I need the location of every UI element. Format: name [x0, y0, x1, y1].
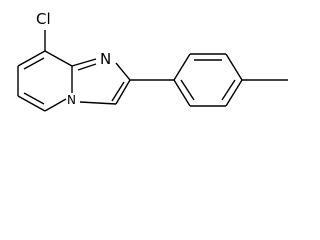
chlorine-atom-label: Cl	[36, 10, 51, 28]
bond-c7-c8-inner	[23, 57, 45, 70]
bond-c2-c3	[115, 79, 131, 105]
bond-c3-n4	[79, 101, 117, 105]
bond-c8a-n1-inner	[77, 63, 97, 71]
tolyl-ring	[173, 53, 243, 107]
bond-c5-c6-inner	[23, 92, 45, 105]
bond-ar1-ar2	[173, 53, 191, 81]
bond-c8-c8a	[44, 50, 73, 67]
bond-c7-c8	[17, 50, 46, 67]
bond-c5-c6	[17, 95, 46, 112]
bond-n1-c2	[115, 62, 131, 81]
bond-ar4-ar5-inner	[221, 79, 236, 101]
imidazole-ring	[71, 58, 131, 105]
bridgehead-nitrogen-label: N	[67, 93, 76, 107]
bond-c8a-n1	[71, 58, 97, 67]
imidazole-nitrogen-label: N	[100, 50, 111, 68]
bond-c2-c3-inner	[111, 81, 125, 102]
structure-diagram: Cl N N	[17, 10, 288, 112]
bond-n4-c5	[44, 98, 67, 112]
pyridine-ring	[17, 50, 73, 112]
bond-ar6-ar1	[173, 79, 191, 107]
bond-ar6-ar1-inner	[180, 79, 195, 101]
bond-ar3-ar4	[225, 53, 243, 81]
bond-ar4-ar5	[225, 79, 243, 107]
